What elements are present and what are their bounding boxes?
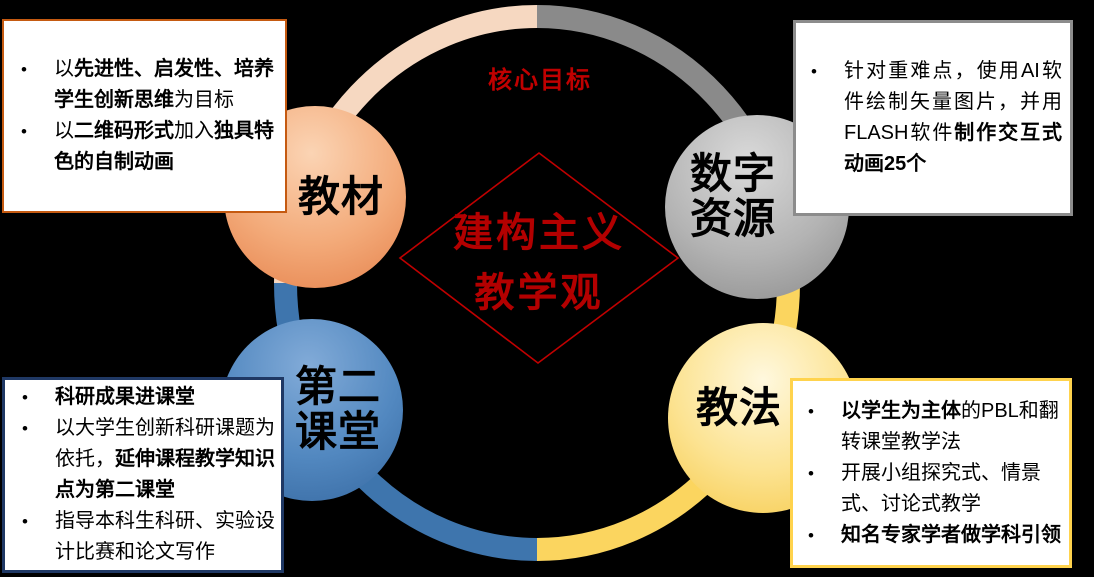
circle-pedagogy-label: 教法 bbox=[695, 383, 782, 431]
bullet-dot-icon: • bbox=[808, 401, 814, 421]
circle-textbook-label: 教材 bbox=[297, 172, 384, 220]
label-line-1: 数字 bbox=[689, 150, 776, 198]
diamond-title: 建构主义 教学观 bbox=[389, 203, 689, 323]
bullet-dot-icon: • bbox=[22, 388, 28, 407]
callout-textbook: • 以先进性、启发性、培养学生创新思维为目标 • 以二维码形式加入独具特色的自制动画 bbox=[2, 19, 287, 213]
circle-second-classroom-label: 第二 课堂 bbox=[295, 365, 381, 454]
circle-digital-resources-label: 数字 资源 bbox=[690, 152, 776, 241]
bullet-item: • 针对重难点，使用AI软件绘制矢量图片，并用FLASH软件制作交互式动画25个 bbox=[806, 56, 1062, 180]
label-line-2: 课堂 bbox=[294, 408, 381, 455]
bullet-text: 以学生为主体的PBL和翻转课堂教学法 bbox=[841, 399, 1059, 453]
bullet-item: • 指导本科生科研、实验设计比赛和论文写作 bbox=[17, 506, 277, 568]
callout-pedagogy: • 以学生为主体的PBL和翻转课堂教学法 • 开展小组探究式、情景式、讨论式教学 • 知名… bbox=[790, 378, 1072, 568]
bullet-item: • 以二维码形式加入独具特色的自制动画 bbox=[16, 116, 279, 178]
diamond-title-line-2: 教学观 bbox=[474, 271, 604, 315]
bullet-dot-icon: • bbox=[808, 525, 814, 545]
bullet-item: • 科研成果进课堂 bbox=[17, 382, 277, 413]
bullet-dot-icon: • bbox=[22, 419, 28, 438]
bullet-dot-icon: • bbox=[808, 463, 814, 483]
bullet-item: • 开展小组探究式、情景式、讨论式教学 bbox=[803, 458, 1065, 520]
diamond-outline bbox=[398, 151, 680, 365]
bullet-dot-icon: • bbox=[811, 62, 817, 81]
bullet-text: 以先进性、启发性、培养学生创新思维为目标 bbox=[54, 58, 274, 111]
callout-digital-resources: • 针对重难点，使用AI软件绘制矢量图片，并用FLASH软件制作交互式动画25个 bbox=[793, 20, 1073, 216]
bullet-dot-icon: • bbox=[22, 512, 28, 531]
bullet-text: 知名专家学者做学科引领 bbox=[841, 523, 1061, 546]
bullet-text: 开展小组探究式、情景式、讨论式教学 bbox=[841, 461, 1041, 515]
bullet-text: 针对重难点，使用AI软件绘制矢量图片，并用FLASH软件制作交互式动画25个 bbox=[844, 60, 1062, 175]
bullet-item: • 以先进性、启发性、培养学生创新思维为目标 bbox=[16, 54, 279, 116]
label-line-2: 资源 bbox=[689, 195, 776, 242]
bullet-item: • 以学生为主体的PBL和翻转课堂教学法 bbox=[803, 396, 1065, 458]
bullet-text: 指导本科生科研、实验设计比赛和论文写作 bbox=[55, 510, 275, 563]
core-goal-title: 核心目标 bbox=[488, 67, 592, 94]
bullet-text: 科研成果进课堂 bbox=[55, 386, 195, 408]
callout-second-classroom: • 科研成果进课堂 • 以大学生创新科研课题为依托，延伸课程教学知识点为第二课堂 • 指导… bbox=[2, 377, 284, 573]
bullet-text: 以二维码形式加入独具特色的自制动画 bbox=[54, 120, 274, 173]
bullet-item: • 以大学生创新科研课题为依托，延伸课程教学知识点为第二课堂 bbox=[17, 413, 277, 506]
label-line-1: 第二 bbox=[294, 363, 381, 411]
bullet-item: • 知名专家学者做学科引领 bbox=[803, 520, 1065, 551]
bullet-dot-icon: • bbox=[21, 122, 27, 141]
bullet-dot-icon: • bbox=[21, 60, 27, 79]
diamond-title-line-1: 建构主义 bbox=[453, 211, 625, 255]
bullet-text: 以大学生创新科研课题为依托，延伸课程教学知识点为第二课堂 bbox=[55, 417, 275, 501]
